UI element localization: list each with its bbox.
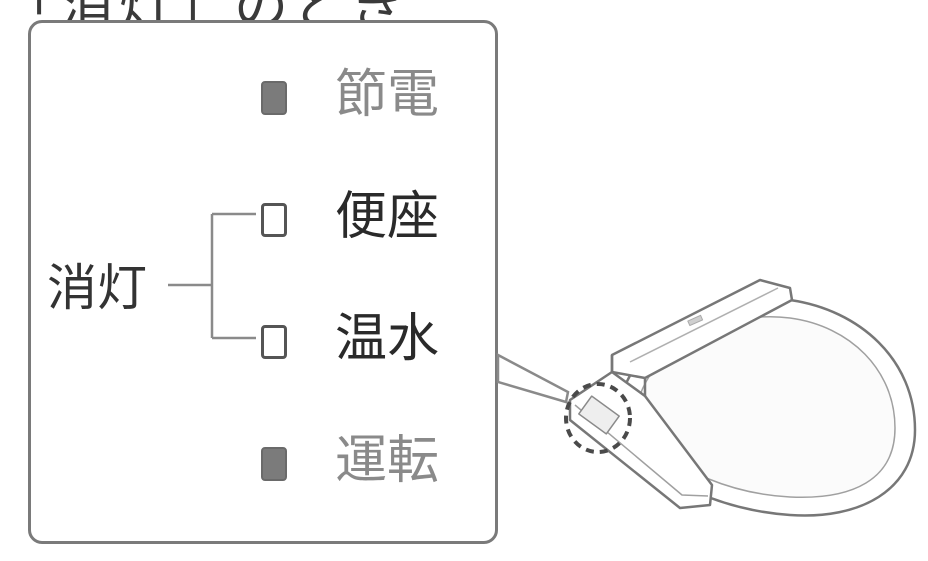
lamp-onsui-indicator: [261, 325, 287, 359]
label-benza: 便座: [335, 187, 440, 247]
callout-pointer: [496, 352, 570, 404]
toilet-seat-illustration-icon: [568, 278, 917, 517]
label-unten: 運転: [335, 431, 440, 491]
group-label-shoto: 消灯: [47, 259, 147, 317]
indicator-panel: 節電 便座 温水 運転 消灯: [28, 20, 498, 544]
lamp-unten-indicator: [261, 447, 287, 481]
lamp-benza-indicator: [261, 203, 287, 237]
label-onsui: 温水: [335, 309, 440, 369]
dashed-callout-circle-icon: [564, 382, 632, 454]
label-setsuden: 節電: [335, 65, 440, 125]
bracket-connector: [168, 212, 256, 340]
lamp-setsuden-indicator: [261, 81, 287, 115]
